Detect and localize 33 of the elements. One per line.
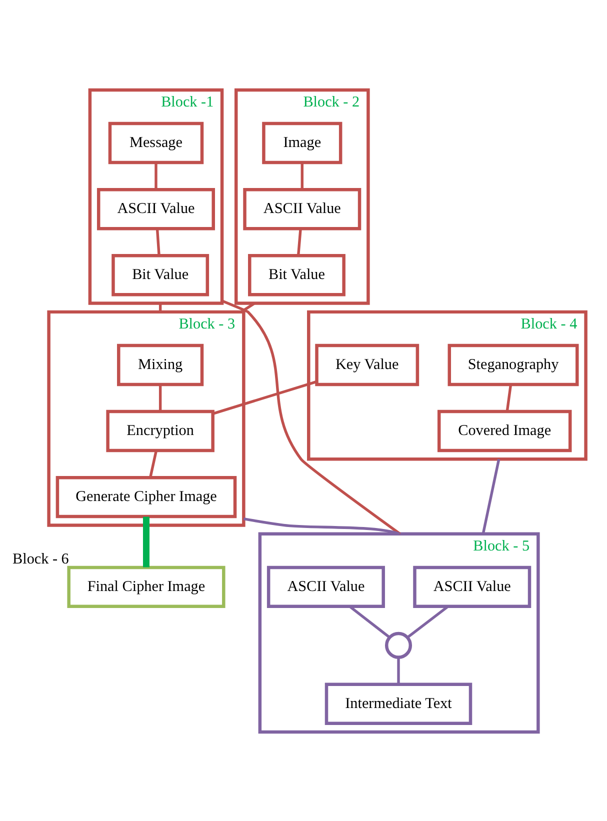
connector [243,517,400,535]
connector [296,228,302,255]
node-box: Image [262,121,342,164]
connector [154,162,158,189]
node-box: ASCII Value [413,565,532,608]
connector [158,302,162,312]
node-box: Steganography [448,343,579,386]
node-box: ASCII Value [243,187,362,230]
node-box: Bit Value [112,254,210,296]
connector [222,299,401,534]
connector [149,450,158,478]
connector [397,656,400,684]
node-box: Generate Cipher Image [56,475,237,518]
node-box: Intermediate Text [324,682,472,724]
node-box: Covered Image [437,409,572,452]
node-circle [384,631,412,658]
node-box: Mixing [117,343,204,386]
node-box: ASCII Value [96,187,215,230]
connector [143,516,150,567]
connector [240,302,256,313]
node-box: Key Value [315,343,420,386]
connector [156,228,160,255]
connector [506,384,512,411]
node-box: Message [108,121,204,164]
connector [300,162,304,189]
connector [482,458,500,534]
node-box: Final Cipher Image [67,565,226,608]
node-label: Block - 6 [12,550,69,567]
node-box: Encryption [106,409,214,452]
connector [212,380,317,414]
node-box: ASCII Value [266,565,385,608]
connector [158,384,162,411]
node-box: Bit Value [248,254,346,296]
